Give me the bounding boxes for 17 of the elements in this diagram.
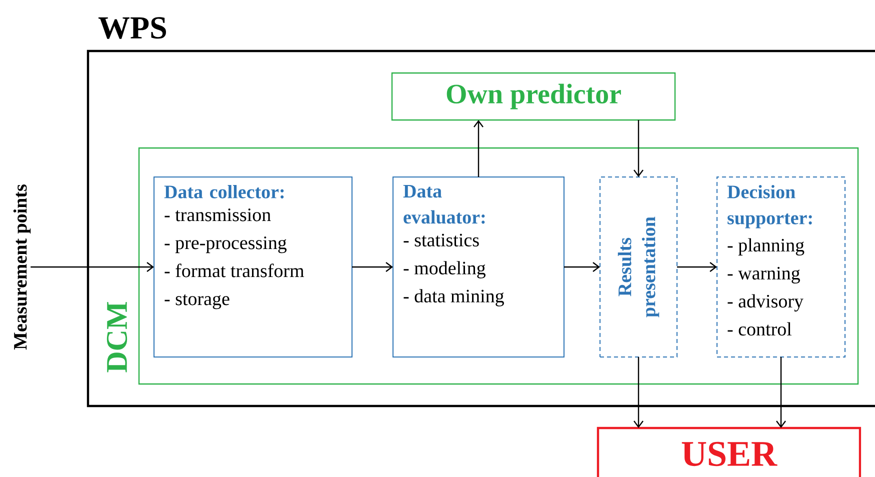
process-box: Data collector: - transmission - pre-processing - format transform - storage: [154, 176, 352, 358]
arrow: [352, 262, 393, 272]
process-box: USER: [596, 426, 862, 477]
arrow: [30, 262, 154, 272]
arrow: [776, 357, 786, 428]
container-title: DCM: [106, 302, 128, 372]
input-label: Measurement points: [13, 184, 31, 350]
arrow: [677, 262, 718, 272]
arrow: [634, 357, 644, 428]
dashed-box: Decision supporter: - planning - warning - advisory - control: [716, 176, 846, 358]
arrow: [564, 262, 600, 272]
arrow: [474, 120, 484, 177]
container-title: WPS: [98, 17, 166, 39]
dashed-box: Results presentation: [600, 176, 678, 358]
process-box: Data evaluator: - statistics - modeling - data mining: [392, 176, 564, 358]
arrow: [634, 120, 644, 177]
process-box: Own predictor: [391, 72, 676, 121]
